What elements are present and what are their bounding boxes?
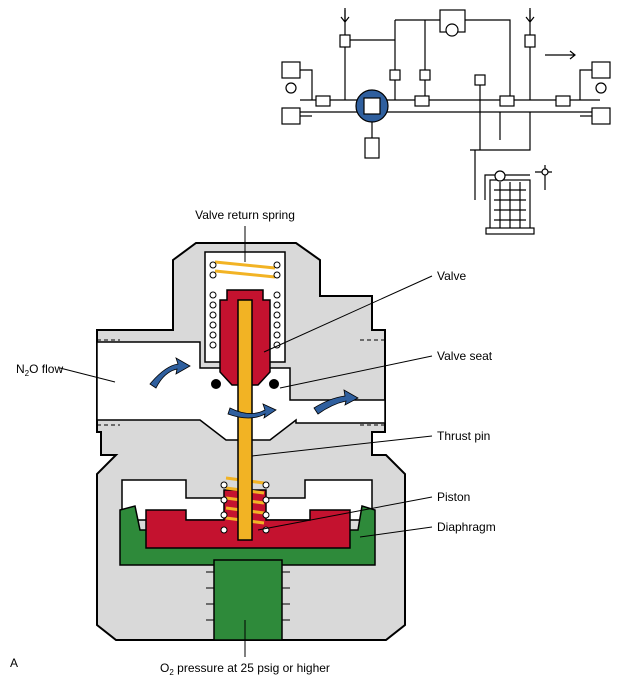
label-n2o-flow: N2O flow [16, 362, 63, 378]
valve-body [96, 242, 406, 641]
machine-circuit-inset [281, 8, 611, 235]
flow-arrows [149, 357, 359, 419]
flow-arrow-3 [313, 389, 359, 415]
label-diaphragm: Diaphragm [437, 520, 496, 534]
label-valve-return-spring: Valve return spring [195, 208, 295, 222]
valve-seat-left [211, 379, 221, 389]
valve-return-spring-coils [214, 260, 276, 279]
valve-seat-right [269, 379, 279, 389]
o2-inlet-passage [213, 559, 283, 641]
label-thrust-pin: Thrust pin [437, 429, 490, 443]
flow-arrow-1 [149, 357, 191, 389]
label-valve: Valve [437, 269, 466, 283]
label-piston: Piston [437, 490, 470, 504]
panel-letter: A [10, 656, 18, 670]
label-valve-seat: Valve seat [437, 349, 493, 363]
leader-lines [59, 226, 433, 657]
flow-arrow-2 [227, 403, 277, 419]
thrust-pin-yellow [237, 299, 253, 541]
label-o2-pressure: O2 pressure at 25 psig or higher [160, 661, 330, 677]
